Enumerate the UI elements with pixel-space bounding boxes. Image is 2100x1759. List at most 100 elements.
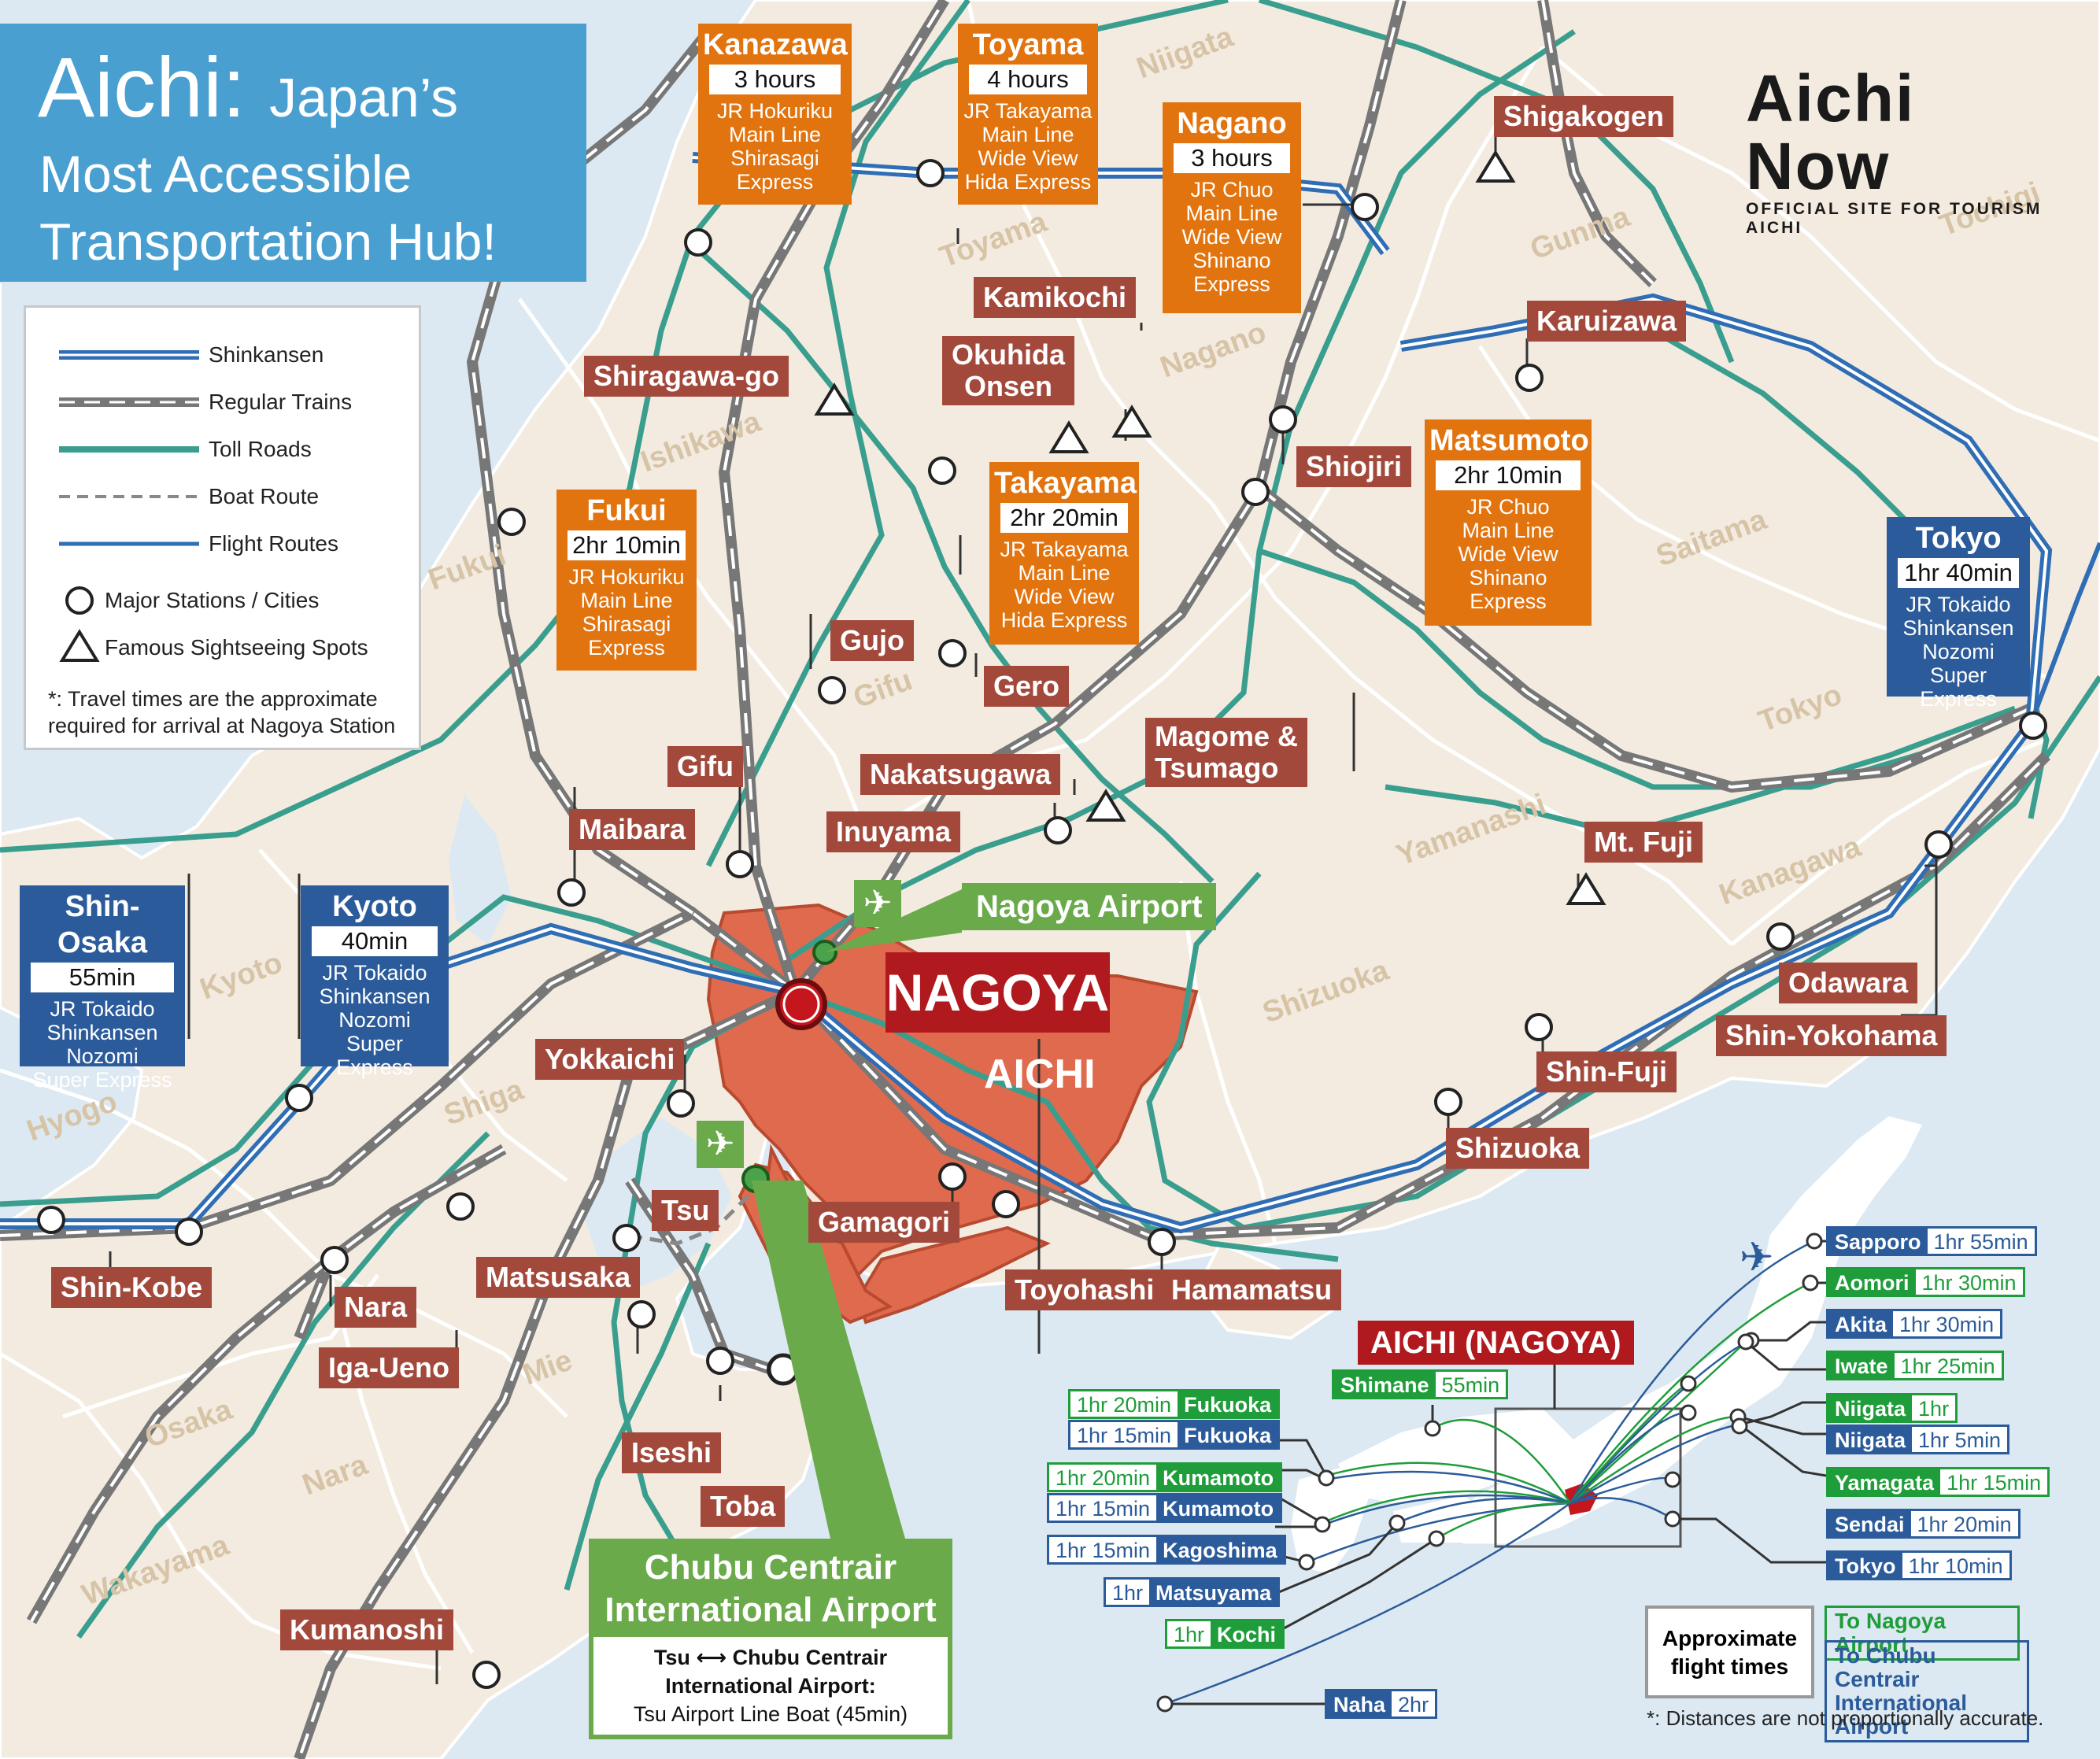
place-label-shin-kobe[interactable]: Shin-Kobe xyxy=(51,1267,212,1308)
svg-text:✈: ✈ xyxy=(706,1125,735,1163)
place-label-maibara[interactable]: Maibara xyxy=(569,809,696,850)
infobox-line: JR Takayama xyxy=(1000,538,1129,561)
place-label-tsu[interactable]: Tsu xyxy=(652,1190,719,1231)
place-label-toba[interactable]: Toba xyxy=(701,1486,786,1527)
infobox-fukui[interactable]: Fukui 2hr 10min JR Hokuriku Main Line Sh… xyxy=(556,490,697,671)
infobox-line: JR Tokaido xyxy=(322,961,427,985)
legend-item: Toll Roads xyxy=(209,437,312,461)
infobox-time: 2hr 10min xyxy=(568,530,686,560)
infobox-kyoto[interactable]: Kyoto 40min JR Tokaido Shinkansen Nozomi… xyxy=(301,885,449,1079)
legend-item: Shinkansen xyxy=(209,342,324,367)
infobox-kanazawa[interactable]: Kanazawa 3 hours JR Hokuriku Main Line S… xyxy=(698,24,852,205)
infobox-line: JR Takayama xyxy=(963,99,1093,123)
distance-footnote: *: Distances are not proportionally accu… xyxy=(1647,1706,2044,1730)
infobox-time: 4 hours xyxy=(969,65,1087,94)
infobox-matsumoto[interactable]: Matsumoto 2hr 10min JR Chuo Main Line Wi… xyxy=(1425,419,1592,626)
brand-name: Aichi Now xyxy=(1746,61,1916,203)
place-label-shizuoka[interactable]: Shizuoka xyxy=(1446,1128,1590,1169)
infobox-time: 3 hours xyxy=(709,65,841,94)
infobox-line: Nozomi xyxy=(1922,640,1995,663)
infobox-line: JR Chuo xyxy=(1466,495,1550,519)
svg-text:✈: ✈ xyxy=(863,884,893,922)
place-label-gujo[interactable]: Gujo xyxy=(830,620,914,661)
legend-item: Famous Sightseeing Spots xyxy=(105,635,368,660)
infobox-takayama[interactable]: Takayama 2hr 20min JR Takayama Main Line… xyxy=(989,462,1139,645)
place-label-toyohashi[interactable]: Toyohashi xyxy=(1005,1269,1164,1310)
infobox-title: Takayama xyxy=(994,467,1137,500)
place-label-shin-yokohama[interactable]: Shin-Yokohama xyxy=(1716,1015,1947,1056)
infobox-time: 55min xyxy=(31,963,174,992)
place-label-mt-fuji[interactable]: Mt. Fuji xyxy=(1584,822,1703,863)
infobox-line: Hida Express xyxy=(1000,608,1128,632)
infobox-line: Main Line xyxy=(1185,201,1278,225)
place-label-hamamatsu[interactable]: Hamamatsu xyxy=(1162,1269,1342,1310)
place-label-yokkaichi[interactable]: Yokkaichi xyxy=(535,1039,685,1080)
infobox-line: Wide View xyxy=(1458,542,1558,566)
infobox-line: JR Tokaido xyxy=(50,997,155,1021)
infobox-line: Nozomi xyxy=(66,1044,139,1068)
nagoya-airport-label[interactable]: Nagoya Airport xyxy=(962,883,1217,930)
place-label-gero[interactable]: Gero xyxy=(984,666,1070,707)
place-label-shin-fuji[interactable]: Shin-Fuji xyxy=(1536,1051,1677,1092)
title-line-2: Most Accessible Transportation Hub! xyxy=(39,145,497,271)
infobox-time: 1hr 40min xyxy=(1898,558,2019,588)
place-label-shirakawago[interactable]: Shiragawa-go xyxy=(584,356,789,397)
double-arrow-icon: ⟷ xyxy=(696,1646,727,1669)
infobox-line: JR Tokaido xyxy=(1906,593,2011,616)
infobox-line: Wide View xyxy=(1014,585,1115,608)
infobox-time: 2hr 10min xyxy=(1436,460,1581,490)
place-label-shigakogen[interactable]: Shigakogen xyxy=(1494,96,1674,137)
place-label-gifu[interactable]: Gifu xyxy=(667,746,743,787)
place-label-karuizawa[interactable]: Karuizawa xyxy=(1527,301,1687,342)
place-label-gamagori[interactable]: Gamagori xyxy=(808,1202,960,1243)
infobox-line: Main Line xyxy=(728,123,822,146)
infobox-line: Shinano xyxy=(1469,566,1547,589)
infobox-nagano[interactable]: Nagano 3 hours JR Chuo Main Line Wide Vi… xyxy=(1163,102,1301,313)
place-label-shiojiri[interactable]: Shiojiri xyxy=(1296,446,1412,487)
legend-item: Major Stations / Cities xyxy=(105,588,320,612)
infobox-tokyo[interactable]: Tokyo 1hr 40min JR Tokaido Shinkansen No… xyxy=(1887,517,2030,711)
place-label-kamikochi[interactable]: Kamikochi xyxy=(974,277,1137,318)
legend: Shinkansen Regular Trains Toll Roads Boa… xyxy=(24,305,421,750)
triangle-icons xyxy=(814,150,1606,905)
triangle-icon xyxy=(814,382,855,416)
brand-logo[interactable]: Aichi Now OFFICIAL SITE FOR TOURISM AICH… xyxy=(1746,65,2076,238)
triangle-icon xyxy=(1566,872,1606,905)
place-label-iga-ueno[interactable]: Iga-Ueno xyxy=(319,1347,460,1388)
place-label-nara[interactable]: Nara xyxy=(335,1287,417,1328)
place-label-odawara[interactable]: Odawara xyxy=(1779,963,1918,1003)
infobox-line: Hida Express xyxy=(964,170,1092,194)
place-label-nakatsugawa[interactable]: Nakatsugawa xyxy=(860,754,1061,795)
infobox-toyama[interactable]: Toyama 4 hours JR Takayama Main Line Wid… xyxy=(958,24,1098,205)
infobox-title: Kanazawa xyxy=(703,28,848,61)
place-label-magome-tsumago[interactable]: Magome &Tsumago xyxy=(1145,718,1308,787)
infobox-line: JR Hokuriku xyxy=(716,99,834,123)
infobox-shin-osaka[interactable]: Shin-Osaka 55min JR Tokaido Shinkansen N… xyxy=(20,885,185,1092)
place-label-matsusaka[interactable]: Matsusaka xyxy=(476,1257,641,1298)
place-label-inuyama[interactable]: Inuyama xyxy=(826,811,961,852)
place-label-iseshi[interactable]: Iseshi xyxy=(622,1432,722,1473)
nagoya-label[interactable]: NAGOYA xyxy=(885,952,1110,1033)
place-label-kumanoshi[interactable]: Kumanoshi xyxy=(280,1609,454,1650)
